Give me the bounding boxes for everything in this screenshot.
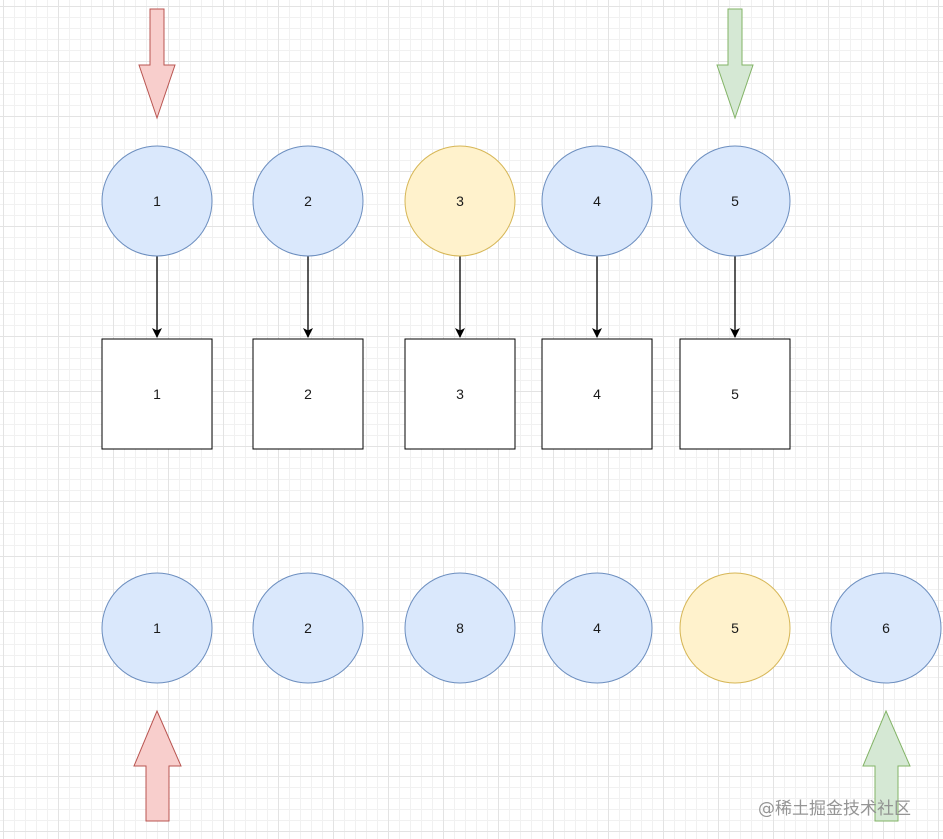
bottom-left-pointer-arrow: [133, 709, 182, 822]
bottom-circle-node: 6: [830, 572, 942, 684]
bottom-circle-label: 2: [304, 620, 312, 636]
bottom-circle: [101, 572, 213, 684]
bottom-circle-node: 4: [541, 572, 653, 684]
top-circle: [404, 145, 516, 257]
top-circle-node: 1: [101, 145, 213, 257]
bottom-circle-label: 8: [456, 620, 464, 636]
bottom-circle-node: 5: [679, 572, 791, 684]
box: [404, 338, 516, 450]
connectors: [152, 256, 740, 338]
box: [679, 338, 791, 450]
top-left-pointer-arrow: [138, 8, 176, 120]
bottom-circle-row: 1 2 8 4 5 6: [101, 572, 942, 684]
bottom-circle-node: 1: [101, 572, 213, 684]
top-circle: [541, 145, 653, 257]
bottom-circle: [679, 572, 791, 684]
top-circle-node: 3: [404, 145, 516, 257]
box-label: 4: [593, 386, 601, 402]
bottom-circle-label: 5: [731, 620, 739, 636]
top-circle: [101, 145, 213, 257]
top-circle-label: 2: [304, 193, 312, 209]
box-label: 1: [153, 386, 161, 402]
top-circle-row: 1 2 3 4 5: [101, 145, 791, 257]
top-right-pointer-arrow: [716, 8, 754, 120]
top-circle: [679, 145, 791, 257]
bottom-circle: [830, 572, 942, 684]
top-circle-label: 1: [153, 193, 161, 209]
box: [252, 338, 364, 450]
top-circle-label: 4: [593, 193, 601, 209]
box-node: 3: [404, 338, 516, 450]
top-circle: [252, 145, 364, 257]
bottom-circle-label: 6: [882, 620, 890, 636]
box-node: 1: [101, 338, 213, 450]
bottom-circle: [252, 572, 364, 684]
box-label: 3: [456, 386, 464, 402]
box-node: 5: [679, 338, 791, 450]
box-node: 4: [541, 338, 653, 450]
top-circle-node: 4: [541, 145, 653, 257]
box-label: 5: [731, 386, 739, 402]
bottom-circle-label: 4: [593, 620, 601, 636]
pointer-arrows: [133, 8, 911, 822]
bottom-circle: [404, 572, 516, 684]
bottom-circle-node: 8: [404, 572, 516, 684]
watermark-text: @稀土掘金技术社区: [758, 799, 911, 819]
bottom-circle-label: 1: [153, 620, 161, 636]
box-node: 2: [252, 338, 364, 450]
box-row: 1 2 3 4 5: [101, 338, 791, 450]
box-label: 2: [304, 386, 312, 402]
box: [101, 338, 213, 450]
bottom-circle-node: 2: [252, 572, 364, 684]
top-circle-label: 3: [456, 193, 464, 209]
top-circle-node: 2: [252, 145, 364, 257]
box: [541, 338, 653, 450]
bottom-right-pointer-arrow: [862, 709, 911, 822]
bottom-circle: [541, 572, 653, 684]
top-circle-node: 5: [679, 145, 791, 257]
top-circle-label: 5: [731, 193, 739, 209]
